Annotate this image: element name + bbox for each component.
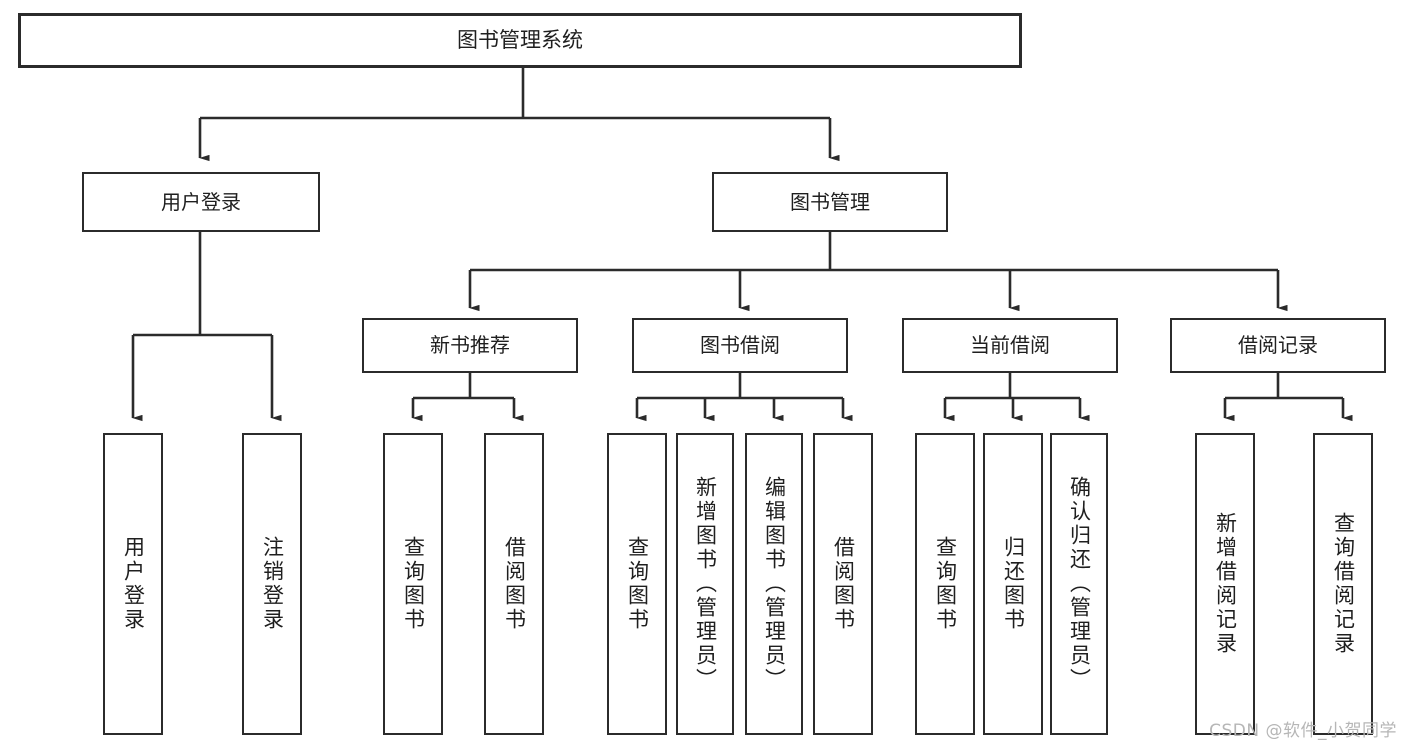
leaf-current-confirm-return[interactable]: 确认归还（管理员） bbox=[1050, 433, 1108, 735]
leaf-borrow-query-book[interactable]: 查询图书 bbox=[607, 433, 667, 735]
leaf-label: 查询图书 bbox=[933, 536, 958, 632]
node-book-borrow[interactable]: 图书借阅 bbox=[632, 318, 848, 373]
leaf-borrow-borrow-book[interactable]: 借阅图书 bbox=[813, 433, 873, 735]
leaf-label: 借阅图书 bbox=[831, 536, 856, 632]
node-book-management[interactable]: 图书管理 bbox=[712, 172, 948, 232]
leaf-current-query-book[interactable]: 查询图书 bbox=[915, 433, 975, 735]
leaf-new-book-borrow[interactable]: 借阅图书 bbox=[484, 433, 544, 735]
node-current-borrow-label: 当前借阅 bbox=[970, 333, 1050, 357]
node-new-book-recommend-label: 新书推荐 bbox=[430, 333, 510, 357]
leaf-record-add[interactable]: 新增借阅记录 bbox=[1195, 433, 1255, 735]
node-book-borrow-label: 图书借阅 bbox=[700, 333, 780, 357]
leaf-label: 查询图书 bbox=[625, 536, 650, 632]
leaf-new-book-query[interactable]: 查询图书 bbox=[383, 433, 443, 735]
leaf-label: 新增图书（管理员） bbox=[693, 476, 718, 692]
leaf-current-return-book[interactable]: 归还图书 bbox=[983, 433, 1043, 735]
node-new-book-recommend[interactable]: 新书推荐 bbox=[362, 318, 578, 373]
leaf-label: 确认归还（管理员） bbox=[1067, 476, 1092, 692]
csdn-watermark: CSDN @软件_小贺同学 bbox=[1209, 721, 1397, 741]
node-user-login[interactable]: 用户登录 bbox=[82, 172, 320, 232]
node-root[interactable]: 图书管理系统 bbox=[18, 13, 1022, 68]
leaf-label: 用户登录 bbox=[121, 536, 146, 632]
leaf-label: 查询借阅记录 bbox=[1331, 512, 1356, 656]
node-user-login-label: 用户登录 bbox=[161, 189, 241, 214]
node-book-management-label: 图书管理 bbox=[790, 189, 870, 214]
leaf-label: 编辑图书（管理员） bbox=[762, 476, 787, 692]
leaf-label: 新增借阅记录 bbox=[1213, 512, 1238, 656]
leaf-label: 借阅图书 bbox=[502, 536, 527, 632]
node-root-label: 图书管理系统 bbox=[457, 28, 583, 53]
node-current-borrow[interactable]: 当前借阅 bbox=[902, 318, 1118, 373]
leaf-label: 查询图书 bbox=[401, 536, 426, 632]
node-borrow-record-label: 借阅记录 bbox=[1238, 333, 1318, 357]
leaf-label: 归还图书 bbox=[1001, 536, 1026, 632]
leaf-label: 注销登录 bbox=[260, 536, 285, 632]
leaf-user-login-login[interactable]: 用户登录 bbox=[103, 433, 163, 735]
leaf-borrow-edit-book[interactable]: 编辑图书（管理员） bbox=[745, 433, 803, 735]
leaf-borrow-add-book[interactable]: 新增图书（管理员） bbox=[676, 433, 734, 735]
leaf-user-login-logout[interactable]: 注销登录 bbox=[242, 433, 302, 735]
leaf-record-query[interactable]: 查询借阅记录 bbox=[1313, 433, 1373, 735]
node-borrow-record[interactable]: 借阅记录 bbox=[1170, 318, 1386, 373]
